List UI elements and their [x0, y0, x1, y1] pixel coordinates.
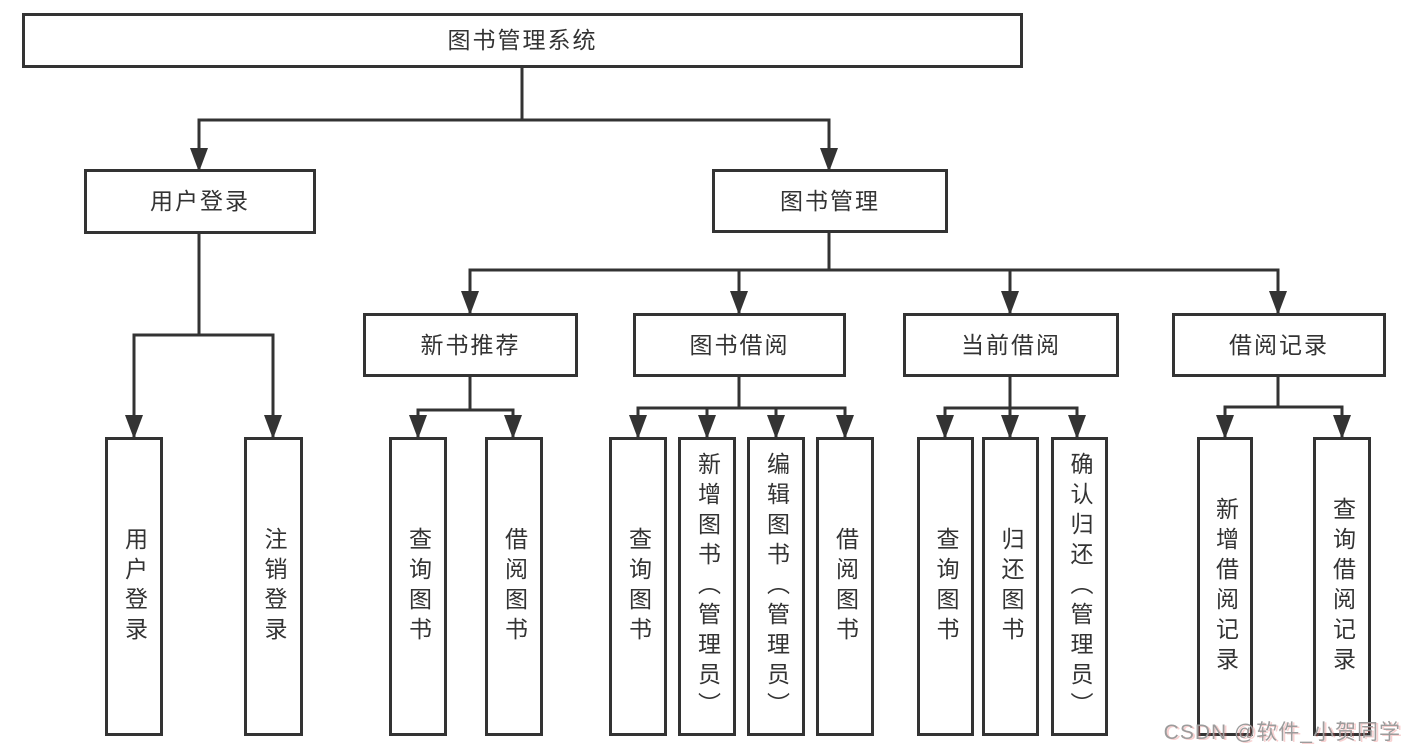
- node-add-book-admin-label: 新增图书（管理员）: [694, 451, 721, 722]
- node-query-borrow-record-label: 查询借阅记录: [1329, 496, 1356, 677]
- node-user-login-group-label: 用户登录: [150, 188, 250, 214]
- node-user-login-group: 用户登录: [84, 169, 316, 234]
- node-edit-book-admin: 编辑图书（管理员）: [747, 437, 805, 736]
- node-query-books-recommend-label: 查询图书: [405, 526, 432, 647]
- node-current-borrowing: 当前借阅: [903, 313, 1119, 377]
- node-query-books-current: 查询图书: [917, 437, 974, 736]
- node-add-borrow-record: 新增借阅记录: [1197, 437, 1253, 736]
- node-edit-book-admin-label: 编辑图书（管理员）: [763, 451, 790, 722]
- node-borrow-books-recommend: 借阅图书: [485, 437, 543, 736]
- node-login-label: 用户登录: [121, 526, 148, 647]
- node-confirm-return-admin-label: 确认归还（管理员）: [1067, 451, 1093, 722]
- node-query-books-current-label: 查询图书: [933, 526, 959, 647]
- node-borrowing-records-label: 借阅记录: [1229, 331, 1329, 358]
- node-book-borrowing: 图书借阅: [633, 313, 846, 377]
- node-query-books-recommend: 查询图书: [389, 437, 447, 736]
- node-book-management-label: 图书管理: [780, 187, 880, 214]
- node-book-management: 图书管理: [712, 169, 948, 233]
- node-borrow-books: 借阅图书: [816, 437, 874, 736]
- node-new-book-recommend-label: 新书推荐: [420, 331, 521, 358]
- node-borrow-books-label: 借阅图书: [832, 526, 859, 647]
- node-book-borrowing-label: 图书借阅: [689, 331, 790, 358]
- node-borrow-books-recommend-label: 借阅图书: [501, 526, 528, 647]
- node-add-book-admin: 新增图书（管理员）: [678, 437, 736, 736]
- node-root-label: 图书管理系统: [447, 27, 598, 53]
- node-login: 用户登录: [105, 437, 163, 736]
- csdn-watermark: CSDN @软件_小贺同学: [1163, 721, 1401, 744]
- node-current-borrowing-label: 当前借阅: [961, 331, 1061, 358]
- node-borrowing-records: 借阅记录: [1172, 313, 1386, 377]
- node-return-book-label: 归还图书: [998, 526, 1024, 647]
- node-return-book: 归还图书: [982, 437, 1039, 736]
- node-query-borrow-record: 查询借阅记录: [1313, 437, 1371, 736]
- node-logout: 注销登录: [244, 437, 303, 736]
- node-query-books-borrowing: 查询图书: [609, 437, 667, 736]
- node-query-books-borrowing-label: 查询图书: [625, 526, 652, 647]
- node-add-borrow-record-label: 新增借阅记录: [1212, 496, 1239, 677]
- node-logout-label: 注销登录: [261, 526, 287, 647]
- node-new-book-recommend: 新书推荐: [363, 313, 578, 377]
- node-confirm-return-admin: 确认归还（管理员）: [1051, 437, 1108, 736]
- node-root: 图书管理系统: [22, 13, 1023, 68]
